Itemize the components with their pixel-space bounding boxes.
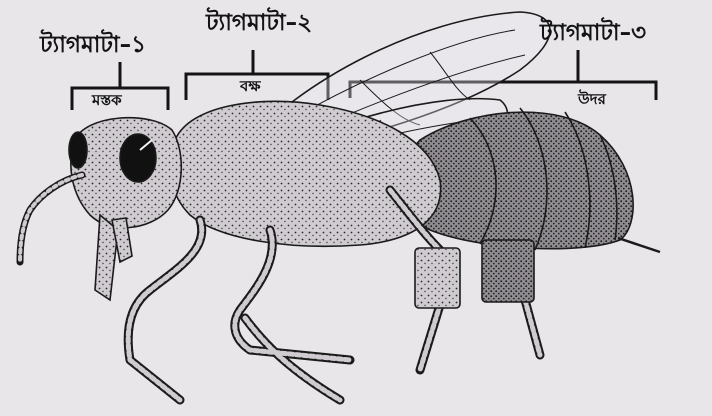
compound-eye-near	[69, 132, 87, 168]
thorax-label: বক্ষ	[240, 79, 261, 94]
head-label: মস্তক	[92, 93, 122, 108]
tibia-segments	[415, 240, 534, 308]
mouthparts	[95, 215, 132, 300]
tagma-3-title: ট্যাগমাটা–৩	[540, 22, 646, 45]
head	[69, 118, 181, 228]
abdomen	[404, 108, 660, 252]
tagma-2-title: ট্যাগমাটা–২	[206, 12, 312, 35]
abdomen-label: উদর	[578, 92, 606, 107]
antenna	[20, 175, 82, 262]
tagma-1-title: ট্যাগমাটা–১	[40, 34, 146, 57]
